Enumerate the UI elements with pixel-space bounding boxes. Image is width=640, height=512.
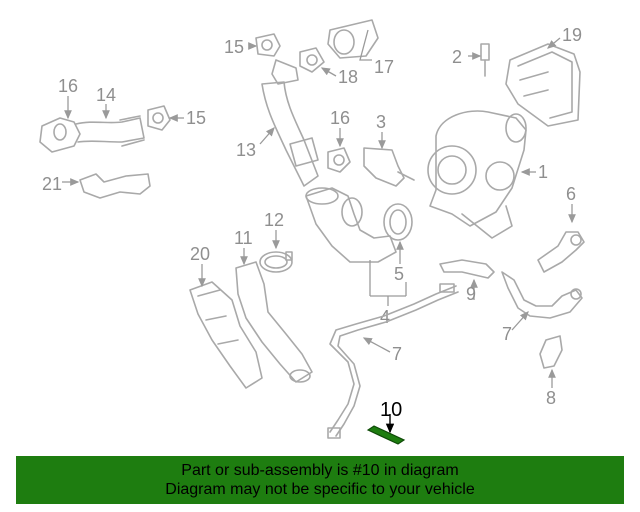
part-11-pipe [235, 248, 313, 383]
callout-7-bottom: 7 [392, 344, 402, 364]
part-16-gasket-mid [327, 128, 351, 173]
banner-line-2: Diagram may not be specific to your vehi… [165, 481, 475, 498]
info-banner: Part or sub-assembly is #10 in diagram D… [16, 456, 624, 504]
callout-15-left: 15 [186, 108, 206, 128]
callout-7-right: 7 [502, 324, 512, 344]
callout-11: 11 [234, 228, 253, 248]
callout-17: 17 [374, 57, 394, 77]
callout-9: 9 [466, 284, 476, 304]
part-2-sensor [468, 43, 490, 77]
part-19-heat-shield [505, 37, 581, 127]
part-5-intake-pipe [305, 187, 413, 264]
callout-6: 6 [566, 184, 576, 204]
callout-12: 12 [264, 210, 284, 230]
part-1-turbocharger [427, 110, 536, 239]
part-9-hose [439, 259, 495, 300]
callout-1: 1 [538, 162, 548, 182]
part-21-bracket [62, 173, 151, 199]
callout-19: 19 [562, 25, 582, 45]
part-6-hose [537, 204, 585, 273]
part-3-actuator [363, 132, 415, 187]
callout-16-left: 16 [58, 76, 78, 96]
part-12-clamp [259, 230, 293, 273]
callout-8: 8 [546, 388, 556, 408]
callout-18: 18 [338, 67, 358, 87]
part-15-gasket-left [147, 105, 184, 131]
callout-14: 14 [96, 85, 116, 105]
callout-16-mid: 16 [330, 108, 350, 128]
part-7-tube-right [501, 271, 583, 331]
part-10-highlighted[interactable] [366, 414, 406, 445]
callout-15-top: 15 [224, 37, 244, 57]
callout-5: 5 [394, 264, 404, 284]
callout-4: 4 [380, 307, 390, 327]
part-20-shield [189, 264, 263, 389]
part-14-crossover-pipe [39, 96, 145, 153]
part-7-oil-line [327, 283, 459, 439]
part-13-up-pipe [259, 59, 319, 187]
part-8-fitting [539, 335, 563, 388]
parts-diagram: 15 17 18 19 2 16 14 [39, 19, 585, 445]
part-4-leaders [369, 260, 407, 306]
callout-3: 3 [376, 112, 386, 132]
callout-2: 2 [452, 47, 462, 67]
part-15-gasket-top [248, 33, 281, 57]
callout-20: 20 [190, 244, 210, 264]
part-17-elbow [327, 19, 379, 61]
part-18-gasket [299, 47, 337, 77]
callout-21: 21 [42, 174, 62, 194]
callout-10: 10 [380, 399, 402, 421]
callout-13: 13 [236, 140, 256, 160]
banner-line-1: Part or sub-assembly is #10 in diagram [181, 462, 459, 479]
